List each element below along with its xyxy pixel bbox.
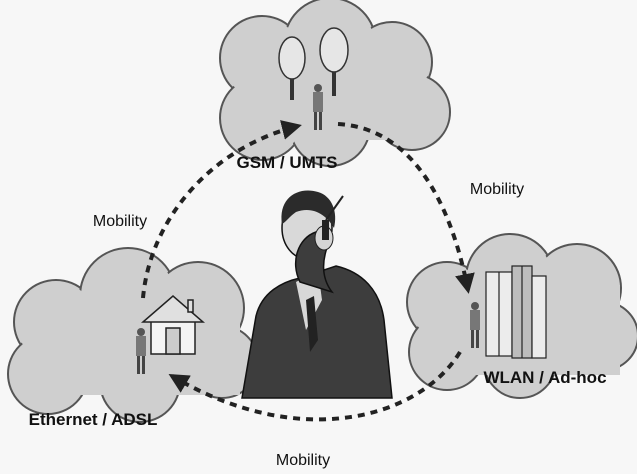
cloud-ethernet-adsl: Ethernet / ADSL [7,247,259,429]
mobility-label-bottom: Mobility [276,452,330,469]
tree-icon [278,36,306,100]
person-icon [136,328,146,374]
person-icon [313,84,323,130]
person-icon [470,302,480,348]
person-on-phone-icon [241,190,393,399]
building-icon [485,265,547,359]
cloud-gsm-umts: GSM / UMTS [219,0,451,172]
mobility-label-left: Mobility [93,213,147,230]
network-label-ethernet: Ethernet / ADSL [29,410,158,429]
tree-icon [319,27,349,96]
house-icon [140,295,206,355]
mobility-arrows [141,120,475,422]
network-label-gsm: GSM / UMTS [236,153,337,172]
arrow-left-to-top [141,120,302,299]
mobility-label-right: Mobility [470,181,524,198]
network-label-wlan: WLAN / Ad-hoc [483,368,606,387]
arrow-right-to-left [168,350,462,422]
